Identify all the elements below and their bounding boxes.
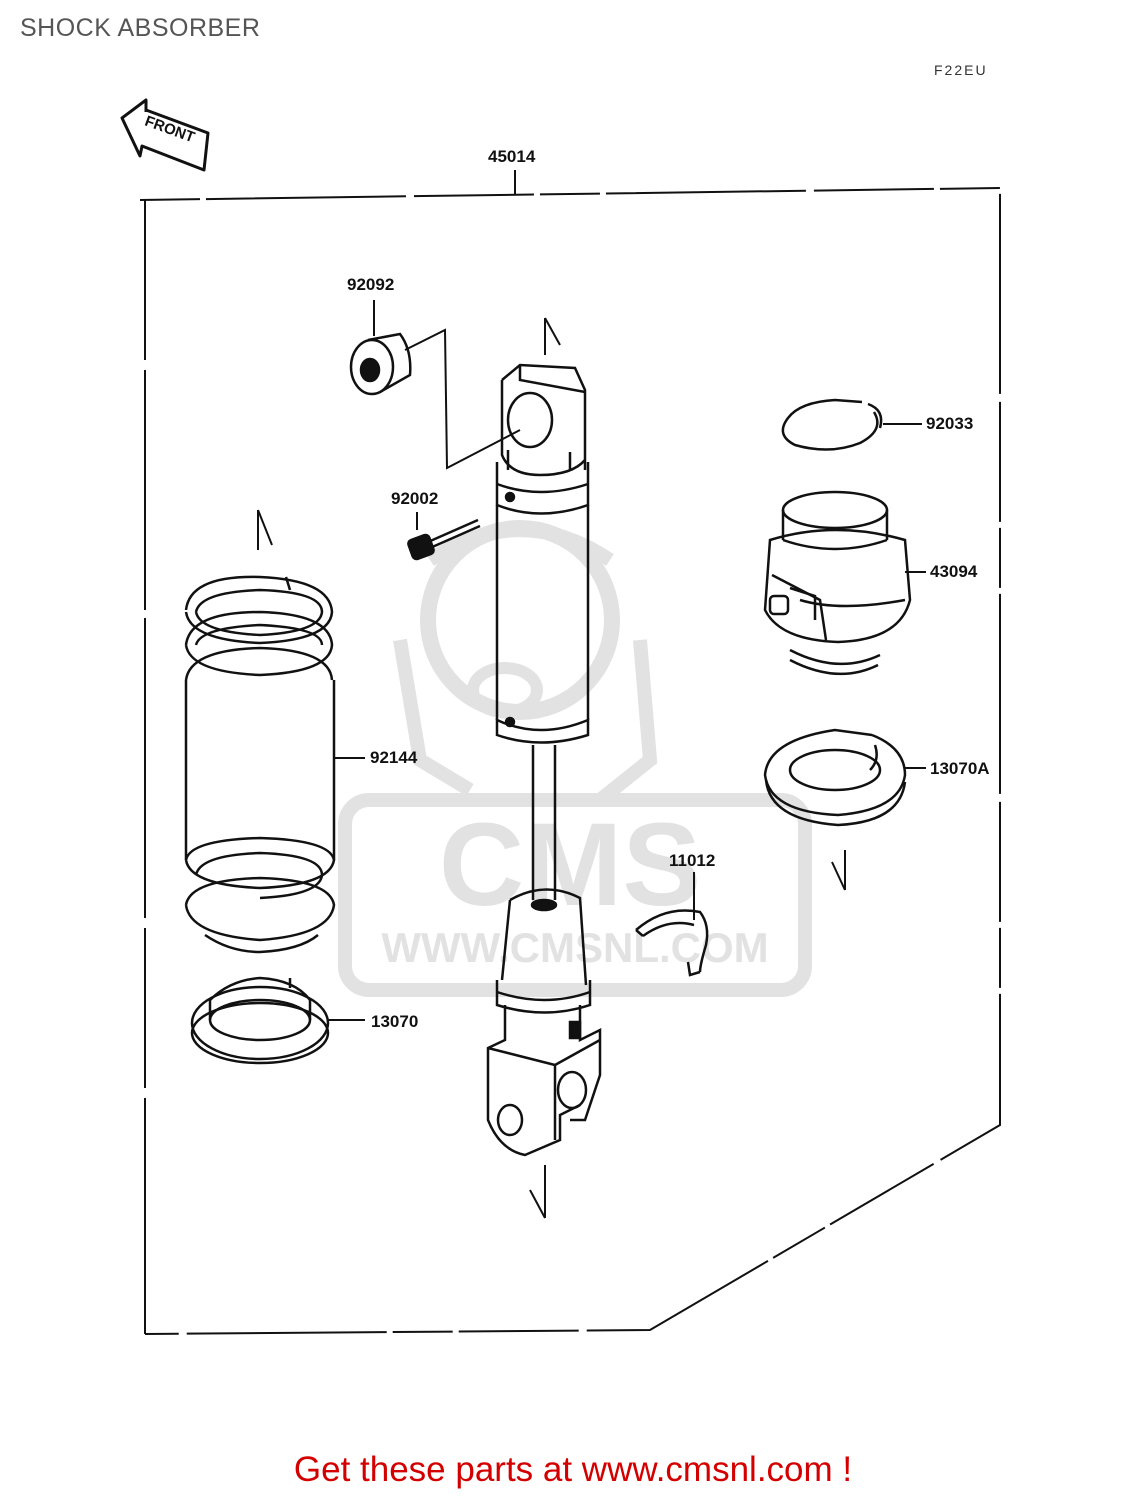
label-adjuster: 43094 [930, 562, 978, 581]
assembly-frame [139, 170, 1001, 1335]
coil-spring [184, 575, 336, 954]
page-title: SHOCK ABSORBER [20, 14, 261, 42]
label-spring: 92144 [370, 748, 418, 767]
leader-lines [328, 300, 926, 1021]
exploded-parts-diagram: CMS WWW.CMSNL.COM FRONT [120, 98, 1001, 1335]
label-collar: 92092 [347, 275, 394, 294]
cms-watermark [338, 520, 812, 997]
label-spring-seat: 13070 [371, 1012, 418, 1031]
watermark-brand: CMS [439, 799, 701, 931]
diagram-ref-code: F22EU [934, 62, 988, 78]
label-clip: 11012 [669, 851, 715, 870]
label-bolt: 92002 [391, 489, 438, 508]
watermark-mascot-head [420, 520, 620, 720]
collar-bushing [349, 332, 412, 396]
shock-body [486, 363, 602, 1157]
label-seat-upper: 13070A [930, 759, 990, 778]
front-arrow-icon: FRONT [120, 98, 210, 172]
circlip [781, 398, 883, 451]
bolt [407, 518, 481, 561]
label-assembly: 45014 [488, 147, 536, 166]
spring-adjuster [763, 490, 912, 676]
retaining-clip [635, 909, 709, 977]
spring-seat-upper [763, 728, 907, 827]
watermark-url: WWW.CMSNL.COM [381, 924, 768, 971]
spring-seat-lower [190, 976, 330, 1065]
label-circlip: 92033 [926, 414, 973, 433]
cmsnl-footer-link[interactable]: Get these parts at www.cmsnl.com ! [293, 1450, 853, 1489]
orientation-marks [257, 317, 846, 1219]
